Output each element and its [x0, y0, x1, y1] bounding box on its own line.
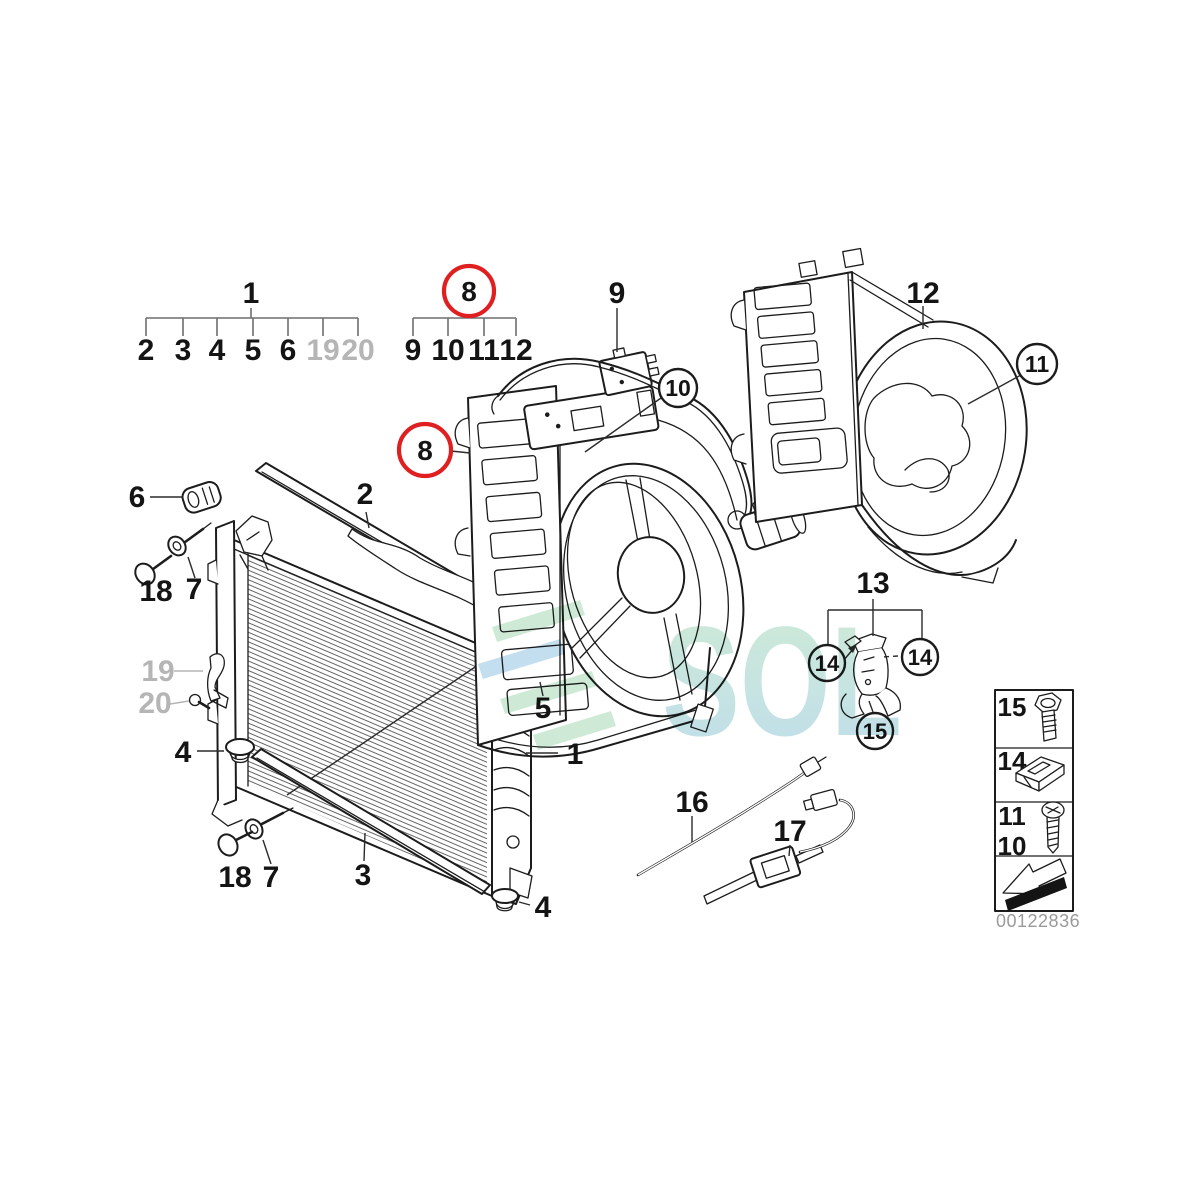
legend-box: 15 14 11 10	[994, 689, 1074, 912]
direction-arrow-icon	[1002, 858, 1067, 911]
tree1-root-label: 1	[243, 277, 260, 310]
hook-bracket-part-19	[206, 653, 229, 709]
callout-10-circle	[657, 367, 699, 409]
bracket-part-13	[840, 633, 902, 719]
callout-label-14-left: 14	[815, 651, 840, 676]
cable-tie-holder-part-17	[703, 788, 855, 905]
legend-10-label: 10	[998, 831, 1027, 861]
callout-label-17: 17	[773, 815, 806, 848]
callout-label-7-lower: 7	[263, 861, 280, 894]
callout-label-15: 15	[863, 719, 887, 744]
bolt-part-18-lower	[217, 830, 254, 857]
tree1-item-2: 2	[138, 334, 155, 367]
rubber-mount-part-6	[181, 481, 222, 514]
tree1-item-5: 5	[245, 334, 262, 367]
pin-part-7-lower	[244, 807, 294, 840]
pin-part-7-upper	[167, 522, 212, 557]
tree2-item-11: 11	[468, 334, 500, 367]
callout-label-16: 16	[675, 786, 708, 819]
sol-watermark-text: SOL	[662, 595, 902, 769]
callout-11-circle	[1015, 342, 1059, 386]
clip-nut-icon	[1015, 756, 1065, 792]
shroud-resistor-bracket	[523, 385, 660, 451]
tree2-item-9: 9	[405, 334, 422, 367]
bolt-part-18-upper	[134, 554, 173, 586]
callout-label-13: 13	[856, 567, 889, 600]
screw-part-20	[188, 693, 211, 710]
callout-label-4-lower: 4	[535, 891, 552, 924]
parts-tree-main: 1 2 3 4 5 6 19 20	[138, 277, 375, 367]
radiator-core	[207, 515, 533, 905]
tree1-item-20: 20	[341, 334, 374, 367]
tree1-item-4: 4	[209, 334, 226, 367]
tree1-item-3: 3	[175, 334, 192, 367]
callout-label-2: 2	[357, 478, 374, 511]
callout-label-8: 8	[417, 435, 433, 466]
tree2-item-10: 10	[431, 334, 464, 367]
legend-11-label: 11	[998, 801, 1026, 831]
callout-label-12: 12	[906, 277, 939, 310]
callout-label-18-lower: 18	[218, 861, 251, 894]
tree2-root-red-circle	[441, 263, 497, 319]
shroud12-vent-slots	[753, 282, 848, 474]
grommet-part-4-lower	[491, 888, 519, 912]
screw-icon	[1041, 801, 1065, 854]
callout-label-6: 6	[129, 481, 146, 514]
grommet-part-4-upper	[225, 738, 255, 764]
callout-label-14-right: 14	[908, 645, 933, 670]
radiator-bottom-strip	[251, 748, 491, 895]
callout-15-circle	[855, 711, 895, 751]
callout-14-left-circle	[807, 643, 847, 683]
callout-label-1: 1	[567, 738, 584, 771]
sol-logo-chevrons	[478, 600, 616, 750]
callout-label-3: 3	[355, 859, 372, 892]
callout-label-4-upper: 4	[175, 736, 192, 769]
diagram-code: 00122836	[996, 911, 1080, 931]
relay-part-9	[598, 347, 660, 397]
cable-tie-part-16	[636, 756, 827, 877]
legend-15-label: 15	[998, 692, 1027, 722]
hex-bolt-icon	[1034, 692, 1062, 742]
callout-label-19: 19	[141, 655, 174, 688]
radiator-assembly	[134, 462, 554, 912]
fan-shroud-part-12	[730, 247, 1028, 584]
tree1-item-6: 6	[280, 334, 297, 367]
callout-label-20: 20	[138, 687, 171, 720]
callout-label-10: 10	[665, 375, 691, 401]
callout-label-18-upper: 18	[139, 575, 172, 608]
tree2-root-label: 8	[461, 276, 477, 307]
callout-8-red-circle	[396, 421, 454, 479]
tree2-item-12: 12	[499, 334, 532, 367]
parts-tree-fan: 8 9 10 11 12	[405, 263, 533, 367]
callout-label-9: 9	[609, 277, 626, 310]
callout-label-7-upper: 7	[186, 573, 203, 606]
sol-watermark: SOL	[478, 595, 902, 769]
callout-label-11: 11	[1025, 351, 1050, 377]
tree1-item-19: 19	[306, 334, 339, 367]
callout-14-right-circle	[900, 637, 940, 677]
